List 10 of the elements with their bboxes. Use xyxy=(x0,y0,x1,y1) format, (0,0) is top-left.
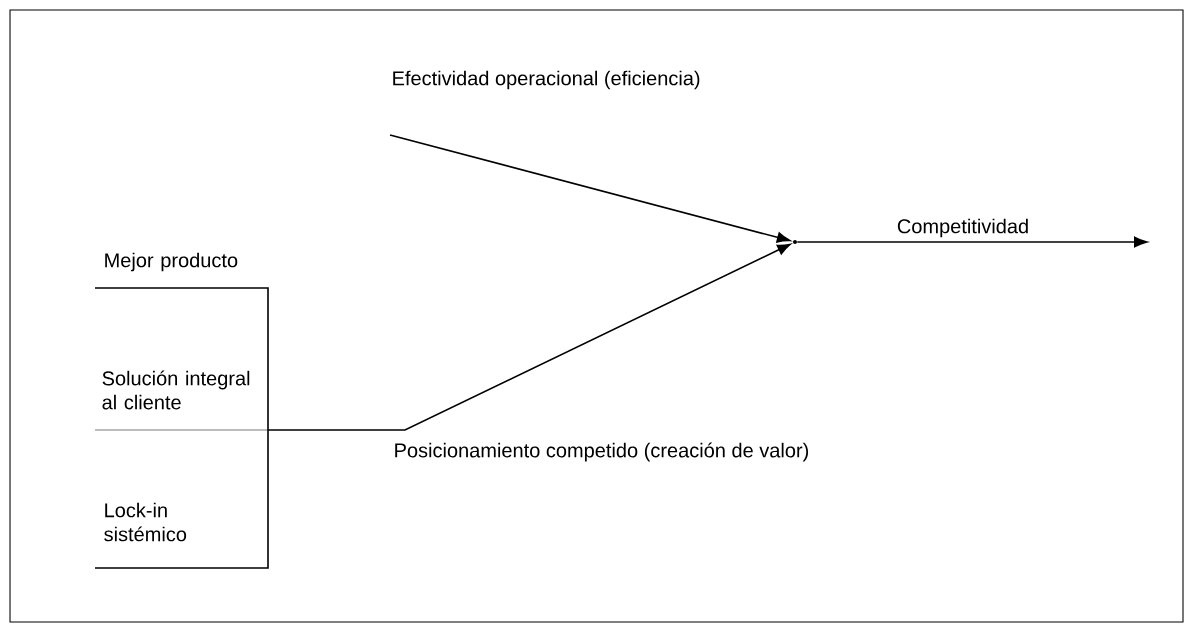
edge-label: Competitividad xyxy=(897,218,1028,238)
edge-label: Efectividad operacional (eficiencia) xyxy=(393,70,700,90)
bracket xyxy=(94,287,269,569)
arrow xyxy=(796,236,1148,248)
arrow xyxy=(267,243,791,431)
edge-label: Posicionamiento competido (creación de valor) xyxy=(395,442,809,462)
arrow xyxy=(389,134,791,243)
item-label: Solución integral al cliente xyxy=(102,370,250,410)
item-label: Lock-in sistémico xyxy=(104,502,187,542)
junction-point xyxy=(793,240,797,244)
